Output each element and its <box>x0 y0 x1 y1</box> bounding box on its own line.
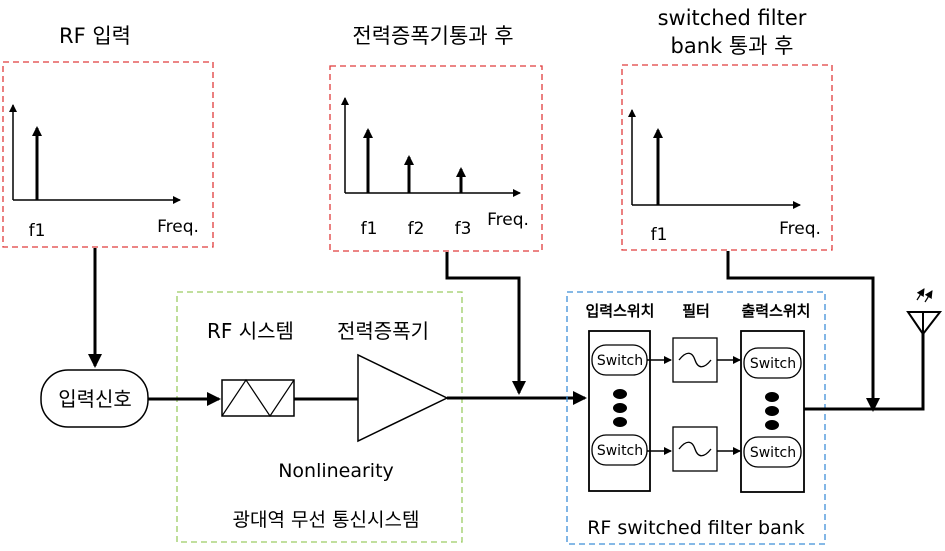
nonlinearity-label: Nonlinearity <box>278 460 394 482</box>
freq-axis-label: Freq. <box>487 210 529 230</box>
band-filter-block <box>221 378 295 418</box>
freq-tick-f1: f1 <box>651 225 668 245</box>
freq-axis-label: Freq. <box>779 219 821 239</box>
freq-tick-f1: f1 <box>361 219 378 239</box>
ellipsis-dot <box>613 389 627 399</box>
title-after-filter-line2: bank 통과 후 <box>671 34 794 58</box>
ellipsis-dot <box>613 403 627 413</box>
switch-label: Switch <box>597 443 643 459</box>
spectrum-box-input: f1 Freq. <box>2 61 214 248</box>
output-switch-top <box>743 347 802 379</box>
arrow-amp-spectrum-to-line <box>445 252 526 395</box>
ellipsis-dot <box>765 420 779 430</box>
filter-header: 필터 <box>682 302 710 320</box>
line-to-antenna <box>804 330 925 411</box>
switch-label: Switch <box>750 445 796 461</box>
switch-label: Switch <box>750 356 796 372</box>
antenna-icon <box>906 288 943 336</box>
output-switch-bottom <box>743 436 802 468</box>
bandpass-symbol-icon <box>678 441 712 457</box>
input-signal-label: 입력신호 <box>58 387 132 411</box>
spectrum-box-after-amp: f1 f2 f3 Freq. <box>329 65 543 252</box>
power-amp-title: 전력증폭기 <box>337 319 429 343</box>
rf-system-title: RF 시스템 <box>207 319 294 343</box>
freq-tick-f2: f2 <box>408 219 425 239</box>
arrow-filter-spectrum-to-line <box>726 251 880 412</box>
input-switch-header: 입력스위치 <box>585 302 654 320</box>
input-switch-bottom <box>591 434 648 466</box>
freq-tick-f1: f1 <box>29 221 46 241</box>
filter-bank-box <box>566 291 826 545</box>
title-after-filter-line1: switched filter <box>658 6 807 30</box>
bandpass-symbol-icon <box>678 352 712 368</box>
filter-bank-name: RF switched filter bank <box>587 517 805 539</box>
spectrum-box-after-filter: f1 Freq. <box>621 64 833 251</box>
freq-axis-label: Freq. <box>157 217 199 237</box>
freq-tick-f3: f3 <box>455 219 472 239</box>
output-switch-header: 출력스위치 <box>741 302 810 320</box>
ellipsis-dot <box>765 392 779 402</box>
ellipsis-dot <box>765 406 779 416</box>
title-rf-input: RF 입력 <box>59 24 131 48</box>
switch-label: Switch <box>597 353 643 369</box>
title-after-amplifier: 전력증폭기통과 후 <box>352 24 513 48</box>
ellipsis-dot <box>613 417 627 427</box>
rf-system-box <box>176 291 463 543</box>
power-amplifier-triangle <box>357 353 449 443</box>
system-name-label: 광대역 무선 통신시스템 <box>233 509 420 531</box>
